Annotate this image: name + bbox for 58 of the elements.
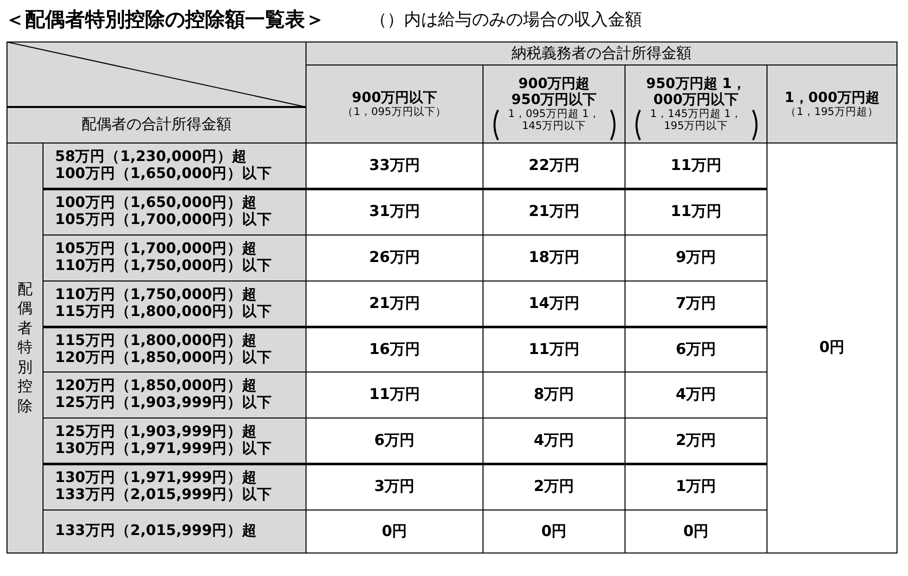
amount-value: 1万円 <box>676 478 716 496</box>
amount-value: 11万円 <box>670 157 722 175</box>
row-label: 110万円（1,750,000円）超 <box>55 287 257 304</box>
amount-value: 33万円 <box>369 157 420 175</box>
row-label: 120万円（1,850,000円）超 <box>55 378 257 394</box>
amount-value: 26万円 <box>369 249 420 267</box>
amount-value: 0円 <box>541 522 567 540</box>
row-label: 130万円（1,971,999円）以下 <box>55 441 272 458</box>
row-label: 133万円（2,015,999円）超 <box>55 523 257 540</box>
amount-value: 2万円 <box>534 478 574 496</box>
row-label: 105万円（1,700,000円）以下 <box>55 212 272 229</box>
row-label: 115万円（1,800,000円）超 <box>55 332 257 350</box>
amount-value: 21万円 <box>369 295 420 313</box>
amount-value: 0円 <box>683 522 709 540</box>
amount-value: 6万円 <box>374 432 415 450</box>
amount-value: 21万円 <box>528 203 580 221</box>
amount-value: 8万円 <box>534 386 574 404</box>
amount-value: 9万円 <box>676 249 716 267</box>
column-header: 納税義務者の合計所得金額 <box>512 44 692 62</box>
amount-value: 0円 <box>382 522 408 540</box>
income-note: 1，095万円超 1，145万円以下 <box>507 108 601 132</box>
column-header: 950万円超 1，000万円以下 <box>645 76 747 108</box>
column-header: 900万円超 950万円以下 <box>510 76 598 108</box>
amount-value: 31万円 <box>369 203 420 221</box>
column-header: 900万円以下 <box>352 90 438 106</box>
income-note: 1，145万円超 1，195万円以下 <box>649 108 743 132</box>
row-label: 120万円（1,850,000円）以下 <box>55 350 272 366</box>
amount-value: 6万円 <box>676 340 716 358</box>
row-label: 110万円（1,750,000円）以下 <box>55 258 272 275</box>
note-text: （）内は給与のみの場合の収入金額 <box>370 11 642 31</box>
row-header: 配偶者特別控除 <box>17 280 33 416</box>
amount-value: 11万円 <box>670 203 722 221</box>
amount-value: 4万円 <box>676 386 716 404</box>
row-label: 130万円（1,971,999円）超 <box>55 470 257 486</box>
title: ＜配偶者特別控除の控除額一覧表＞ <box>5 6 325 33</box>
amount-value: 2万円 <box>676 432 716 450</box>
amount-value: 16万円 <box>369 340 420 358</box>
amount-value: 11万円 <box>369 386 420 404</box>
row-label: 125万円（1,903,999円）以下 <box>55 395 272 412</box>
column-header: 配偶者の合計所得金額 <box>82 116 232 134</box>
amount-value: 14万円 <box>528 295 580 313</box>
amount-value: 22万円 <box>528 157 580 175</box>
row-label: 100万円（1,650,000円）以下 <box>55 166 272 183</box>
income-note: （1，095万円以下） <box>342 106 446 118</box>
column-header: 1，000万円超 <box>784 90 880 106</box>
row-label: 133万円（2,015,999円）以下 <box>55 487 272 504</box>
row-label: 115万円（1,800,000円）以下 <box>55 304 272 321</box>
amount-value: 0円 <box>819 339 845 357</box>
income-note: （1，195万円超） <box>786 106 878 118</box>
amount-value: 4万円 <box>534 432 574 450</box>
row-label: 100万円（1,650,000円）超 <box>55 195 257 212</box>
row-label: 58万円（1,230,000円）超 <box>55 149 247 166</box>
amount-value: 7万円 <box>676 295 716 313</box>
row-label: 105万円（1,700,000円）超 <box>55 241 257 258</box>
amount-value: 3万円 <box>374 478 415 496</box>
row-label: 125万円（1,903,999円）超 <box>55 424 257 440</box>
amount-value: 18万円 <box>528 249 580 267</box>
amount-value: 11万円 <box>528 340 580 358</box>
